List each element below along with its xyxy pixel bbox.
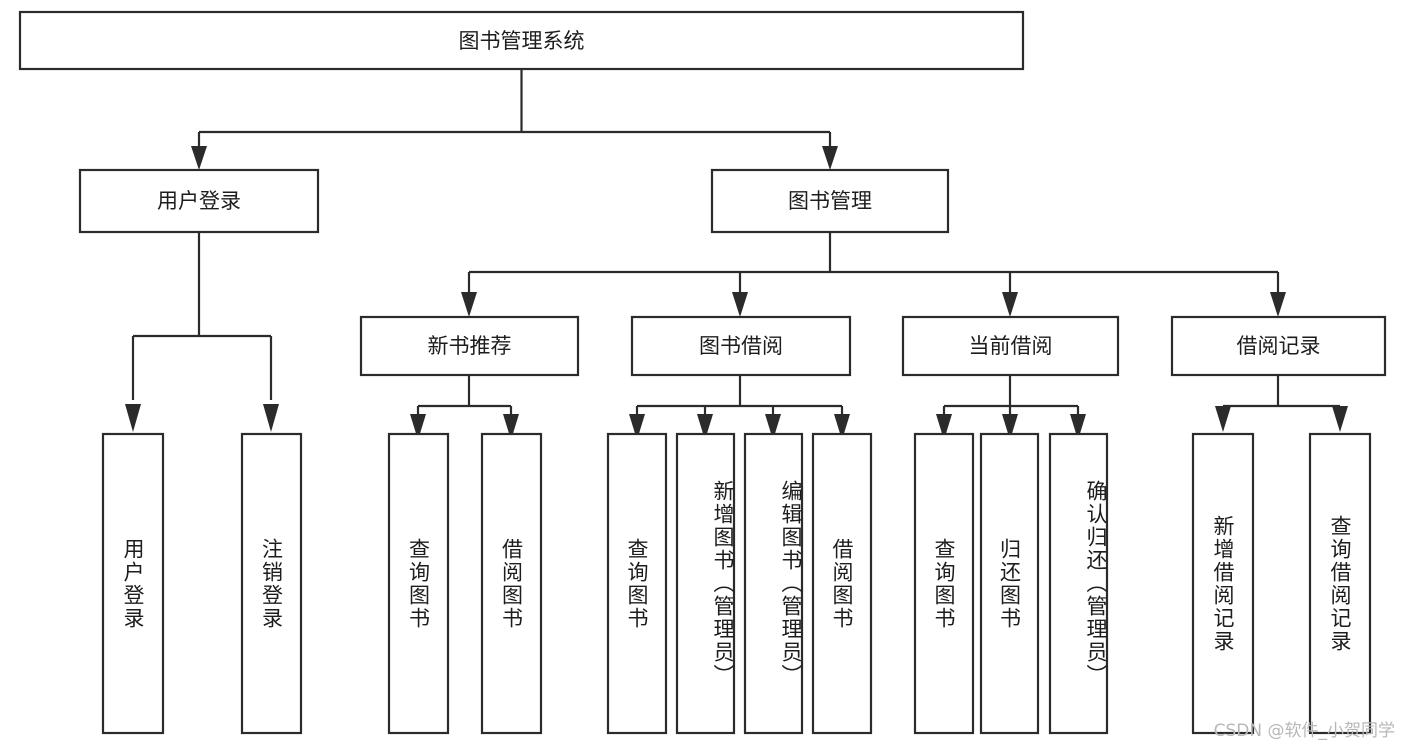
- arrow-to-new-book-rec: [461, 292, 477, 317]
- node-new-book-rec-box[interactable]: [359, 315, 580, 377]
- arrow-to-user-login: [191, 146, 207, 170]
- node-leaf-query-record-box[interactable]: [1308, 432, 1372, 735]
- node-book-manage-box[interactable]: [710, 168, 950, 234]
- arrow-to-leaf-user-login: [125, 404, 141, 432]
- node-user-login-label: 用户登录: [157, 189, 241, 213]
- node-borrow-record-box[interactable]: [1170, 315, 1387, 377]
- arrow-to-leaf-query-record: [1332, 406, 1348, 432]
- arrow-to-borrow-record: [1270, 292, 1286, 317]
- node-user-login-box[interactable]: [78, 168, 320, 234]
- node-book-borrow-label: 图书借阅: [699, 334, 783, 358]
- node-current-borrow-label: 当前借阅: [969, 334, 1053, 358]
- node-leaf-return-book-box[interactable]: [979, 432, 1040, 735]
- node-leaf-query-book-1-box[interactable]: [387, 432, 450, 735]
- arrow-to-leaf-borrow-book-2: [834, 414, 850, 440]
- node-new-book-rec-label: 新书推荐: [428, 334, 512, 358]
- node-book-manage-label: 图书管理: [788, 189, 872, 213]
- arrow-to-book-manage: [822, 146, 838, 170]
- arrow-to-leaf-query-book-1: [410, 414, 426, 440]
- arrow-to-leaf-add-book: [697, 414, 713, 440]
- node-leaf-borrow-book-1-box[interactable]: [480, 432, 543, 735]
- arrow-to-book-borrow: [732, 292, 748, 317]
- arrow-to-leaf-edit-book: [765, 414, 781, 440]
- arrow-to-leaf-add-record: [1215, 406, 1231, 432]
- csdn-watermark: CSDN @软件_小贺同学: [1213, 721, 1395, 741]
- node-book-borrow-box[interactable]: [630, 315, 852, 377]
- edge-group: [125, 69, 1348, 440]
- node-root-box[interactable]: [18, 10, 1025, 71]
- node-leaf-query-book-3-box[interactable]: [913, 432, 975, 735]
- node-leaf-add-record-box[interactable]: [1191, 432, 1255, 735]
- node-group: 图书管理系统 用户登录 图书管理 新书推荐 图书借阅 当前借阅 借阅记录: [18, 10, 1387, 735]
- arrow-to-leaf-query-book-2: [629, 414, 645, 440]
- node-leaf-logout-box[interactable]: [240, 432, 303, 735]
- node-borrow-record-label: 借阅记录: [1237, 334, 1321, 358]
- arrow-to-leaf-return-book: [1002, 414, 1018, 440]
- node-leaf-query-book-2-box[interactable]: [606, 432, 668, 735]
- node-leaf-edit-book-box[interactable]: [743, 432, 804, 735]
- arrow-to-current-borrow: [1002, 292, 1018, 317]
- node-leaf-confirm-return-box[interactable]: [1048, 432, 1109, 735]
- arrow-to-leaf-confirm-return: [1070, 414, 1086, 440]
- node-root-label: 图书管理系统: [459, 29, 585, 53]
- node-leaf-user-login-box[interactable]: [101, 432, 165, 735]
- node-leaf-add-book-box[interactable]: [675, 432, 736, 735]
- arrow-to-leaf-logout: [263, 404, 279, 432]
- arrow-to-leaf-query-book-3: [936, 414, 952, 440]
- arrow-to-leaf-borrow-book-1: [503, 414, 519, 440]
- node-leaf-borrow-book-2-box[interactable]: [811, 432, 873, 735]
- node-current-borrow-box[interactable]: [901, 315, 1120, 377]
